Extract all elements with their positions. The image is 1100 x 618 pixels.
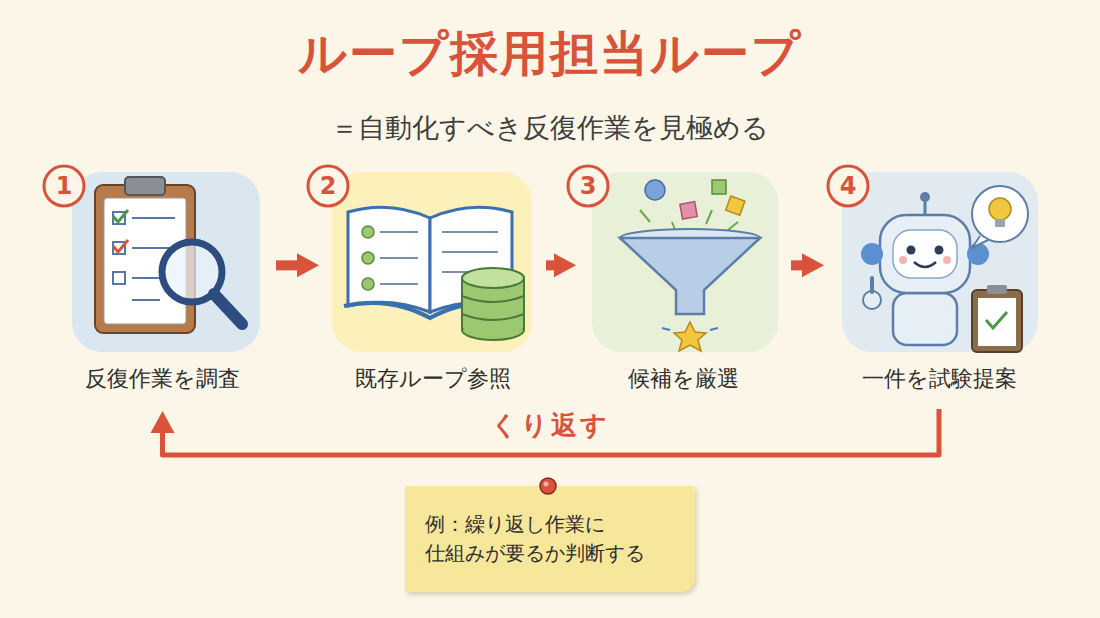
push-pin — [544, 482, 549, 487]
panel-ground — [72, 172, 260, 352]
step-panel: 反復作業を調査 — [55, 160, 270, 405]
note-text: 例：繰り返し作業に 仕組みが要るか判断する — [425, 510, 675, 568]
panel-ground — [842, 172, 1038, 352]
flow-arrow — [791, 260, 802, 270]
step-panel: 既存ループ参照 — [325, 160, 540, 405]
callout-number: 1 — [56, 172, 73, 200]
step-panel: 候補を厳選 — [582, 160, 785, 405]
step-label: 一件を試験提案 — [862, 363, 1017, 395]
callout-number: 4 — [840, 172, 857, 200]
flow-arrow — [546, 260, 554, 270]
step-label: 既存ループ参照 — [355, 363, 511, 395]
diagram-title: ループ採用担当ループ — [0, 22, 1100, 86]
funnel-icon — [620, 180, 760, 351]
edge-label: くり返す — [485, 408, 616, 443]
step-label: 反復作業を調査 — [85, 363, 240, 395]
subtitle: ＝自動化すべき反復作業を見極める — [331, 110, 769, 146]
panel-ground — [592, 172, 778, 352]
database-icon — [462, 268, 524, 340]
robot-icon — [861, 186, 1028, 352]
sticky-note: 例：繰り返し作業に 仕組みが要るか判断する — [405, 486, 695, 592]
flow-arrow — [276, 260, 297, 270]
clipboard-icon — [95, 177, 242, 333]
step-label: 候補を厳選 — [628, 363, 739, 395]
callout-number: 3 — [580, 172, 597, 200]
panel-ground — [332, 172, 532, 352]
step-panel: 一件を試験提案 — [830, 160, 1048, 405]
push-pin — [540, 478, 556, 494]
callout-number: 2 — [320, 172, 337, 200]
